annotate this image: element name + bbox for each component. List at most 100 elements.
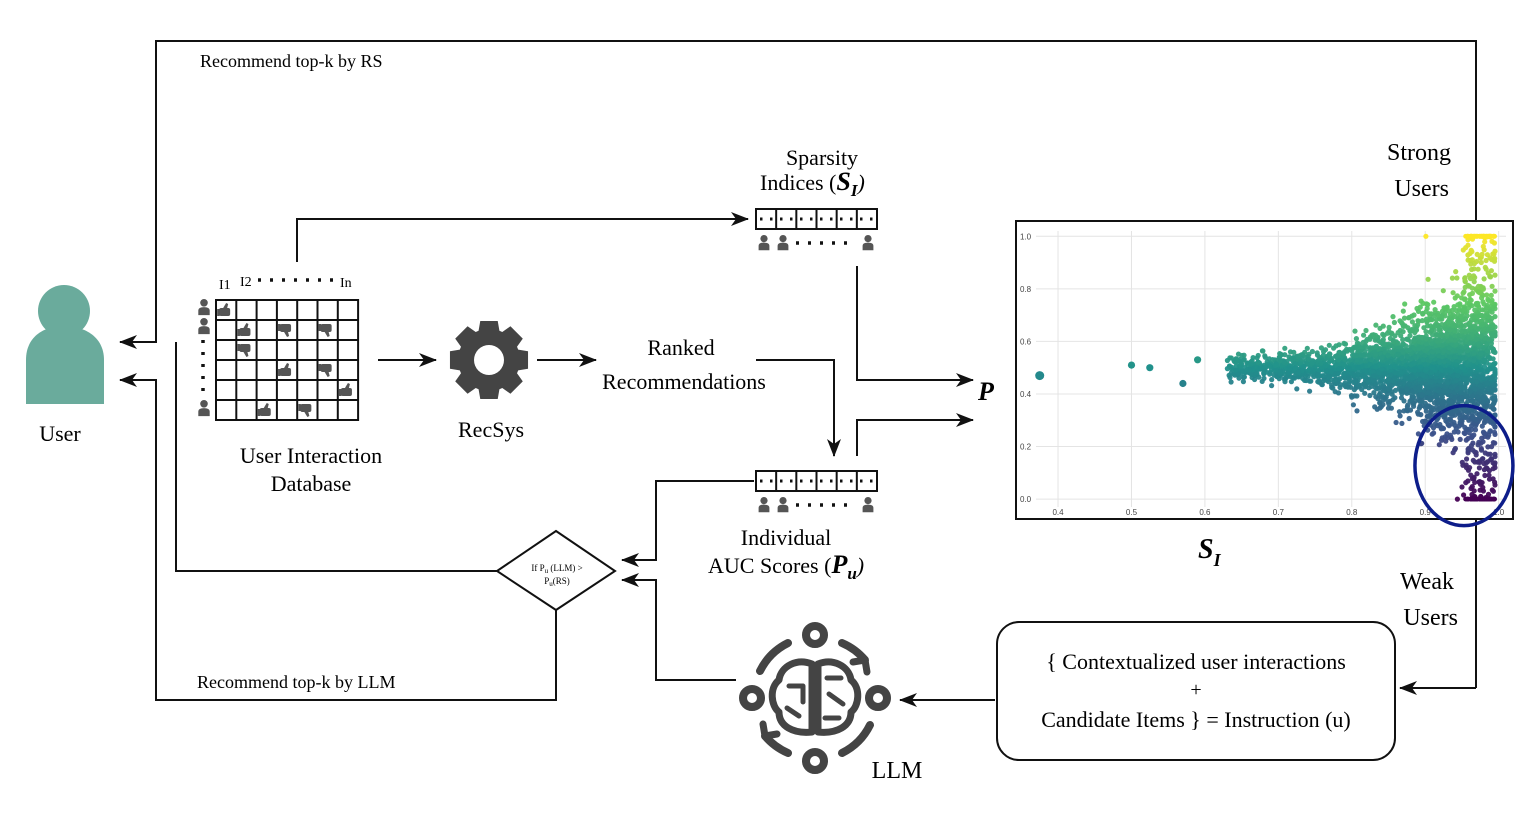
- scatter-point: [1486, 345, 1492, 351]
- scatter-point: [1400, 308, 1406, 314]
- scatter-point: [1453, 377, 1459, 383]
- scatter-point: [1465, 446, 1471, 452]
- scatter-point: [1337, 384, 1343, 391]
- y-tick-label: 0.4: [1020, 390, 1032, 399]
- scatter-point: [1281, 359, 1287, 366]
- p-label: P: [977, 377, 995, 406]
- scatter-point: [1390, 314, 1396, 320]
- scatter-point: [1485, 326, 1492, 332]
- scatter-point: [1442, 411, 1448, 417]
- scatter-point: [1411, 400, 1417, 407]
- llm-brain-icon: [739, 622, 891, 774]
- scatter-point: [1442, 310, 1448, 316]
- scatter-point: [1349, 394, 1355, 400]
- scatter-point: [1487, 274, 1494, 280]
- top-k-rs-label: Recommend top-k by RS: [200, 51, 383, 71]
- y-tick-label: 0.8: [1020, 285, 1032, 294]
- thumbs-down-icon: [318, 324, 332, 337]
- strong-users-line2: Users: [1394, 176, 1449, 202]
- scatter-point: [1468, 261, 1474, 267]
- scatter-point: [1470, 414, 1476, 420]
- scatter-point: [1417, 404, 1423, 410]
- scatter-point: [1382, 395, 1388, 401]
- scatter-point: [1430, 364, 1436, 370]
- scatter-point: [1442, 434, 1448, 440]
- scatter-point: [1478, 351, 1484, 357]
- scatter-point: [1423, 408, 1429, 414]
- auc-user-icon-1: [758, 497, 770, 513]
- scatter-point: [1473, 336, 1480, 343]
- scatter-point: [1486, 496, 1491, 502]
- scatter-point: [1353, 336, 1359, 342]
- scatter-point: [1400, 337, 1406, 343]
- scatter-point: [1487, 255, 1493, 261]
- scatter-point: [1425, 302, 1431, 308]
- scatter-point: [1474, 394, 1480, 400]
- scatter-point: [1419, 392, 1425, 398]
- scatter-point: [1457, 436, 1463, 442]
- sparsity-label-line2: Indices (SI): [760, 167, 865, 200]
- scatter-point: [1407, 333, 1413, 339]
- scatter-point: [1393, 419, 1399, 426]
- scatter-point: [1364, 336, 1370, 342]
- scatter-point: [1226, 363, 1233, 369]
- scatter-point: [1292, 365, 1298, 371]
- x-tick-label: 0.5: [1126, 508, 1138, 517]
- x-tick-label: 0.9: [1420, 508, 1432, 517]
- scatter-point: [1228, 379, 1234, 385]
- scatter-point: [1437, 378, 1443, 384]
- scatter-point: [1238, 360, 1244, 366]
- llm-label: LLM: [872, 758, 923, 784]
- scatter-point: [1424, 346, 1430, 352]
- scatter-point: [1447, 327, 1453, 333]
- scatter-point: [1396, 351, 1402, 357]
- scatter-point: [1377, 400, 1383, 406]
- scatter-point: [1471, 374, 1477, 380]
- scatter-point: [1398, 388, 1404, 395]
- y-tick-label: 1.0: [1020, 232, 1032, 241]
- scatter-point: [1444, 331, 1450, 337]
- scatter-point: [1489, 283, 1495, 289]
- scatter-point: [1423, 316, 1429, 322]
- scatter-point: [1471, 233, 1477, 239]
- scatter-point: [1374, 406, 1380, 412]
- scatter-point: [1440, 288, 1446, 294]
- scatter-point: [1431, 400, 1437, 406]
- scatter-point: [1449, 275, 1455, 281]
- scatter-point: [1483, 465, 1489, 471]
- scatter-point: [1367, 346, 1373, 352]
- scatter-point: [1444, 374, 1451, 380]
- scatter-point: [1476, 341, 1482, 347]
- scatter-point: [1236, 375, 1242, 381]
- scatter-point: [1492, 454, 1498, 460]
- ranked-to-auc-line: [756, 359, 841, 457]
- scatter-point: [1352, 372, 1358, 378]
- scatter-point: [1397, 381, 1403, 387]
- scatter-point: [1392, 395, 1398, 401]
- scatter-point: [1335, 357, 1341, 363]
- scatter-point: [1474, 319, 1480, 325]
- scatter-point: [1425, 276, 1431, 282]
- scatter-point: [1419, 334, 1425, 341]
- scatter-point: [1380, 331, 1386, 337]
- scatter-point: [1461, 296, 1468, 302]
- scatter-point: [1444, 379, 1450, 385]
- x-tick-label: 0.4: [1052, 508, 1064, 517]
- outlier-point: [1127, 361, 1136, 369]
- auc-label-line1: Individual: [741, 525, 831, 550]
- scatter-point: [1318, 360, 1324, 366]
- scatter-point: [1323, 368, 1329, 374]
- scatter-point: [1474, 471, 1480, 477]
- scatter-point: [1282, 352, 1288, 358]
- ranked-label-line1: Ranked: [647, 335, 714, 360]
- scatter-point: [1387, 398, 1393, 404]
- scatter-point: [1326, 351, 1333, 357]
- scatter-point: [1328, 369, 1334, 375]
- scatter-point: [1384, 391, 1391, 397]
- scatter-point: [1399, 420, 1405, 426]
- scatter-point: [1465, 398, 1471, 404]
- scatter-point: [1420, 344, 1426, 350]
- thumbs-down-icon: [278, 324, 292, 337]
- scatter-point: [1352, 328, 1358, 334]
- scatter-point: [1273, 367, 1279, 373]
